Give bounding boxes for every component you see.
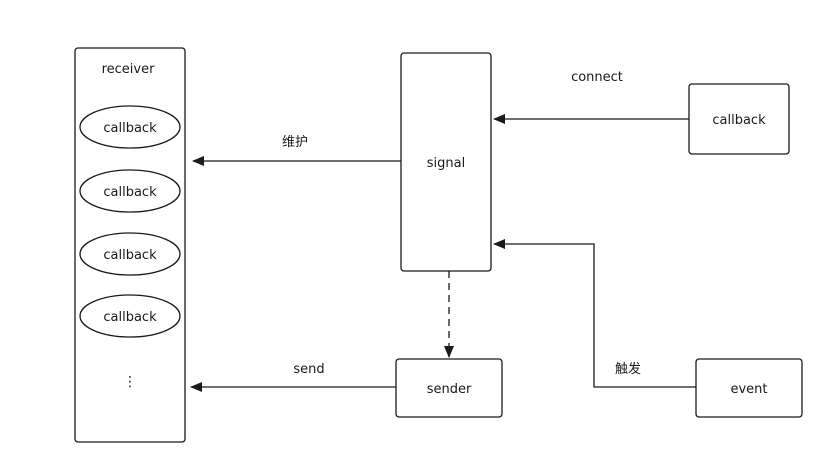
event-label: event [730,382,767,397]
callback-ellipse-3: callback [79,232,181,276]
callback-ellipse-2: callback [79,169,181,213]
callback-label-4: callback [103,310,157,325]
trigger-label: 触发 [615,361,641,377]
callback-label-3: callback [103,248,157,263]
callback-label-2: callback [103,185,157,200]
sender-box: sender [395,358,503,418]
callback-ellipse-4: callback [79,294,181,338]
event-box: event [695,358,803,418]
more-callbacks-ellipsis: ⋮ [123,374,137,390]
sender-label: sender [427,382,472,397]
maintain-label: 维护 [282,135,308,150]
callback-label-1: callback [103,121,157,136]
signal-label: signal [427,156,465,171]
receiver-label: receiver [102,62,156,77]
callback-box-label: callback [712,113,766,128]
send-label: send [293,362,324,377]
callback-box: callback [688,83,790,155]
connect-label: connect [571,70,623,85]
signal-box: signal [400,52,492,272]
callback-ellipse-1: callback [79,105,181,149]
trigger-arrow [493,239,696,388]
